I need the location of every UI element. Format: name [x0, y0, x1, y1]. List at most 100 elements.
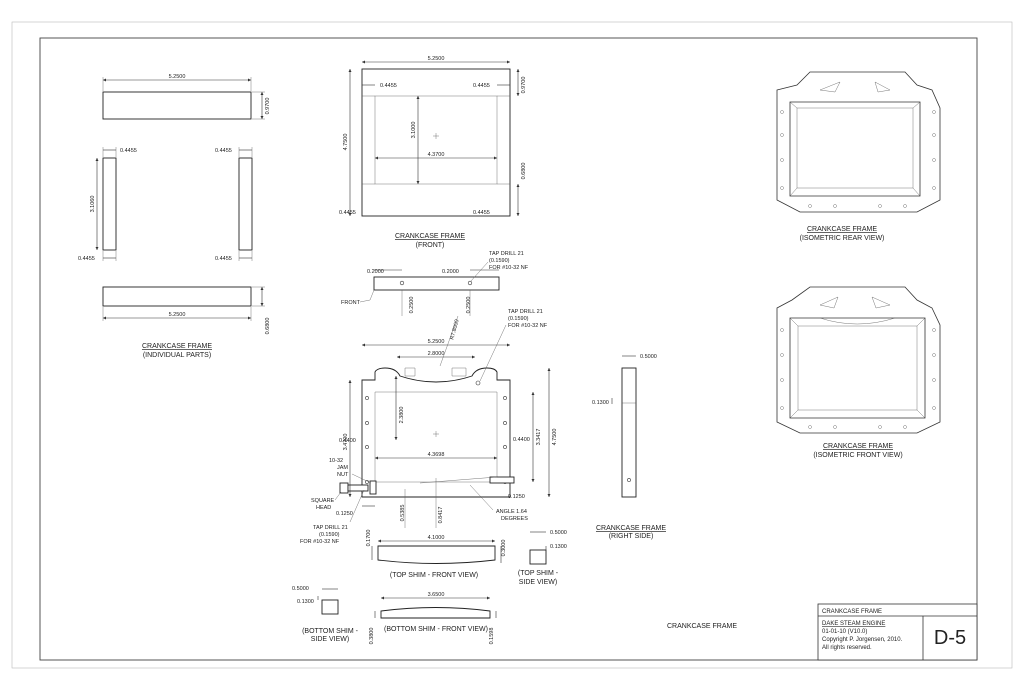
dim-text: 0.4455: [78, 256, 95, 262]
dim-text: 0.2000: [442, 269, 459, 275]
top-shim-front-view: 4.1000 0.1700 0.3000 (TOP SHIM - FRONT V…: [366, 530, 507, 579]
dim-text: 0.9700: [265, 98, 271, 115]
dim-text: 4.3698: [428, 452, 445, 458]
view-caption: (RIGHT SIDE): [609, 533, 654, 540]
sheet-caption: CRANKCASE FRAME: [667, 623, 737, 630]
view-caption: CRANKCASE FRAME: [142, 343, 212, 350]
view-caption: (BOTTOM SHIM - FRONT VIEW): [384, 626, 488, 633]
label-text: ANGLE 1.64: [496, 509, 527, 515]
view-caption: (TOP SHIM -: [518, 570, 559, 577]
right-side-part: [621, 367, 637, 498]
title-block-rights: All rights reserved.: [822, 645, 872, 651]
view-caption: (FRONT): [416, 242, 445, 249]
top-bar-part: [102, 91, 252, 120]
dim-text: 0.6800: [521, 163, 527, 180]
dim-text: 5.2500: [428, 339, 445, 345]
jam-nut: [369, 480, 377, 495]
dim-text: 3.6500: [428, 592, 445, 598]
square-head-bolt: [339, 482, 349, 494]
bottom-shim-part: [380, 607, 491, 619]
dim-text: R7.8000: [449, 319, 460, 341]
top-shim-side-view: 0.5000 0.1300 (TOP SHIM - SIDE VIEW): [518, 530, 567, 586]
top-shim-side-part: [529, 549, 547, 565]
dim-text: 5.2500: [169, 74, 186, 80]
view-caption: SIDE VIEW): [311, 636, 350, 643]
isometric-rear-view: CRANKCASE FRAME (ISOMETRIC REAR VIEW): [776, 71, 941, 242]
dim-text: 0.1250: [336, 511, 353, 517]
top-shim-part: [377, 545, 496, 564]
dim-text: 0.1300: [550, 544, 567, 550]
view-caption: CRANKCASE FRAME: [395, 233, 465, 240]
bottom-shim-side-view: 0.5000 0.1300 (BOTTOM SHIM - SIDE VIEW): [292, 586, 359, 643]
dim-text: 0.1300: [592, 400, 609, 406]
dim-text: 0.2000: [367, 269, 384, 275]
dim-text: 0.5000: [292, 586, 309, 592]
individual-parts-view: 5.2500 0.9700 0.4455 3.1060 0.4455 0.445…: [78, 74, 271, 359]
left-side-part: [102, 157, 117, 251]
assembly-view: 5.2500 2.8000 R7.8000 TAP DRILL 21 (0.15…: [300, 309, 558, 545]
dim-text: 0.1700: [366, 530, 372, 547]
title-block-project: DAKE STEAM ENGINE: [822, 621, 885, 627]
dim-text: 0.4455: [380, 83, 397, 89]
view-caption: SIDE VIEW): [519, 579, 558, 586]
sheet-number: D-5: [934, 627, 966, 649]
dim-text: 0.1598: [489, 628, 495, 645]
view-caption: CRANKCASE FRAME: [823, 443, 893, 450]
dim-text: 0.4400: [513, 437, 530, 443]
bottom-bar-top-view: 0.2000 0.2000 0.2500 0.2500 FRONT TAP DR…: [341, 251, 529, 316]
label-text: FOR #10-32 NF: [489, 265, 529, 271]
outer-border: [11, 21, 1013, 669]
view-caption: (ISOMETRIC FRONT VIEW): [813, 452, 902, 459]
dim-text: 0.3000: [501, 540, 507, 557]
dim-text: 0.5000: [640, 354, 657, 360]
front-view: 5.2500 0.4455 0.4455 0.9700 4.7500 3.100…: [339, 56, 527, 249]
dim-text: 0.9700: [521, 77, 527, 94]
view-caption: (INDIVIDUAL PARTS): [143, 352, 211, 359]
label-text: JAM: [337, 465, 348, 471]
title-block-title: CRANKCASE FRAME: [822, 609, 882, 615]
view-caption: CRANKCASE FRAME: [807, 226, 877, 233]
label-text: HEAD: [316, 505, 331, 511]
dim-text: 3.1000: [411, 122, 417, 139]
label-text: SQUARE: [311, 498, 335, 504]
label-text: NUT: [337, 472, 349, 478]
dim-text: 5.2500: [169, 312, 186, 318]
dim-text: 2.3800: [399, 407, 405, 424]
label-text: DEGREES: [501, 516, 528, 522]
dim-text: 3.1060: [90, 196, 96, 213]
bolt-shank: [347, 484, 369, 492]
dim-text: 0.5000: [550, 530, 567, 536]
dim-text: 4.7500: [343, 134, 349, 151]
view-caption: (TOP SHIM - FRONT VIEW): [390, 572, 478, 579]
right-side-view: 0.5000 0.1300 CRANKCASE FRAME (RIGHT SID…: [592, 354, 666, 540]
dim-text: 4.7500: [552, 429, 558, 446]
label-text: FOR #10-32 NF: [300, 539, 340, 545]
view-caption: (BOTTOM SHIM -: [302, 628, 359, 635]
dim-text: 5.2500: [428, 56, 445, 62]
label-text: (0.1590): [508, 316, 529, 322]
label-text: TAP DRILL 21: [489, 251, 524, 257]
dim-text: 0.8417: [438, 507, 444, 524]
bolt-right: [489, 476, 515, 484]
frame-outline: [361, 68, 511, 217]
dim-text: 0.1250: [508, 494, 525, 500]
label-text: FRONT: [341, 300, 361, 306]
right-side-part: [238, 157, 253, 251]
bottom-shim-front-view: 3.6500 0.3800 0.1598 (BOTTOM SHIM - FRON…: [369, 592, 497, 645]
bottom-bar-part: [102, 286, 252, 307]
bar-top-part: [373, 276, 500, 291]
isometric-front-view: CRANKCASE FRAME (ISOMETRIC FRONT VIEW): [776, 286, 941, 459]
dim-text: 0.1300: [297, 599, 314, 605]
bottom-shim-side-part: [321, 599, 339, 615]
dim-text: 0.6800: [265, 318, 271, 335]
dim-text: 0.4455: [215, 148, 232, 154]
dim-text: 0.4455: [120, 148, 137, 154]
dim-text: 0.2500: [466, 297, 472, 314]
dim-text: 0.2500: [409, 297, 415, 314]
dim-text: 0.5385: [400, 505, 406, 522]
frame-opening: [374, 95, 498, 185]
dim-text: 3.3417: [536, 429, 542, 446]
view-caption: (ISOMETRIC REAR VIEW): [800, 235, 885, 242]
